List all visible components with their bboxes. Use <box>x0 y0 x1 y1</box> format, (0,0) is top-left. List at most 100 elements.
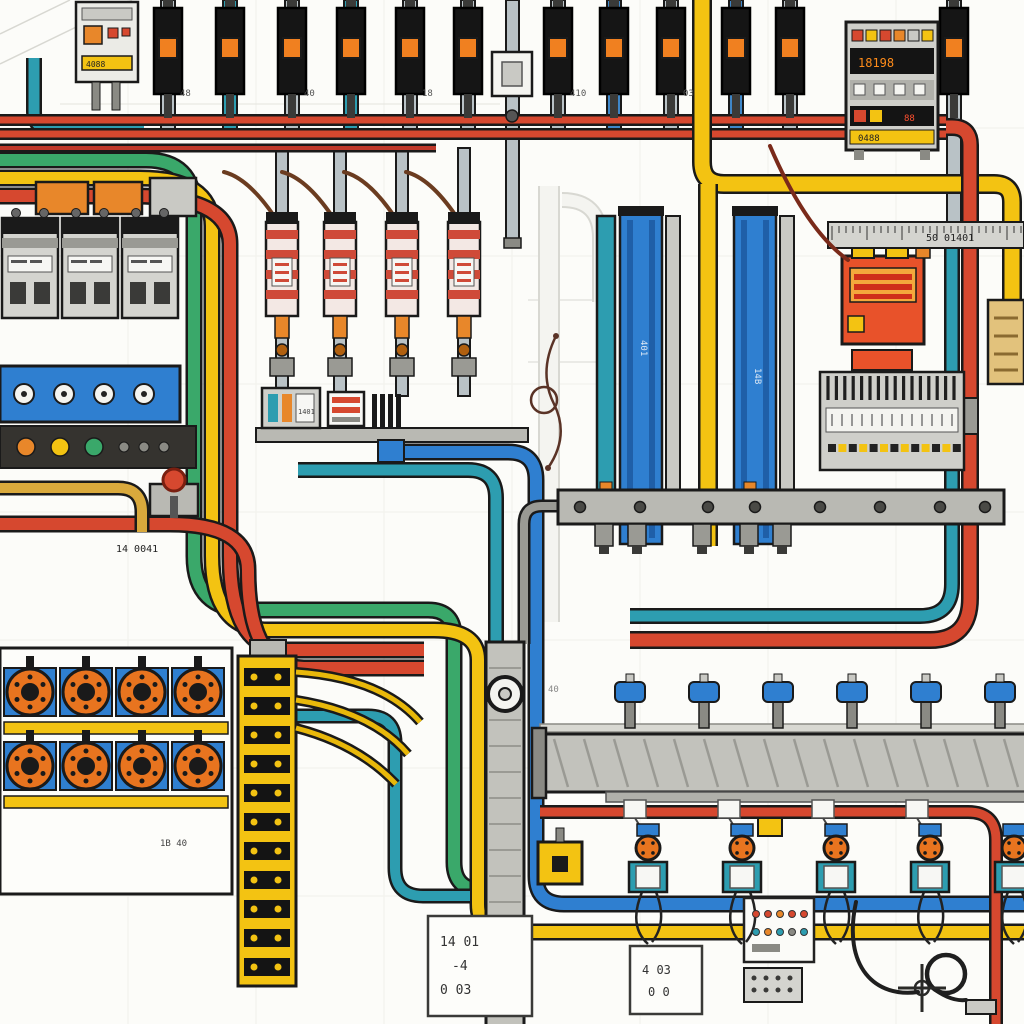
bus-tab-tip <box>697 546 707 554</box>
terminal-screw-1 <box>250 789 258 797</box>
label-box-b <box>628 944 704 1016</box>
fuse-stripe <box>386 230 418 239</box>
panel-white-key <box>853 83 866 96</box>
indicator-dot-gray-2 <box>138 441 150 453</box>
fuse-screw <box>457 343 471 357</box>
layer-contactors <box>0 208 180 405</box>
device-cap <box>636 823 660 837</box>
gray-block <box>148 176 198 218</box>
keypad-dot <box>752 910 760 918</box>
breaker-window <box>548 37 568 59</box>
indicator-dot-green <box>84 437 104 457</box>
knob-bolt <box>96 771 102 776</box>
meter-red-led-2 <box>121 27 131 37</box>
knob-bolt <box>208 682 214 687</box>
panel-yellow-led <box>870 110 882 122</box>
terminal-screw-2 <box>274 760 282 768</box>
bus-tab-tip <box>777 546 787 554</box>
breaker-stem <box>610 94 618 118</box>
conduit-hatch <box>672 738 690 788</box>
din-foot <box>921 444 930 452</box>
fuse-screw <box>333 343 347 357</box>
gray-bar-2 <box>779 215 795 523</box>
knob-bolt <box>126 697 132 702</box>
device-ring-bolt <box>933 841 937 845</box>
breaker-top-nub <box>163 0 173 8</box>
terminal-clamp <box>244 929 290 947</box>
cable-loop <box>924 952 968 996</box>
contactor-pole-1 <box>10 282 26 304</box>
meter-orange-window <box>83 25 103 45</box>
din-foot <box>848 444 857 452</box>
knob-hub <box>189 683 207 701</box>
post-stem <box>772 699 784 729</box>
fuse-window-dash <box>333 271 347 274</box>
motor-strip-1 <box>3 721 229 735</box>
bus-tab <box>739 523 759 547</box>
fuse-window-dash <box>395 271 409 274</box>
layer-front <box>294 144 1018 1012</box>
terminal-hole-dot <box>21 391 27 397</box>
knob-hub <box>21 757 39 775</box>
device-wire <box>839 891 851 943</box>
post-cap <box>762 681 794 703</box>
keypad-sub-dot <box>763 987 769 993</box>
blue-bar-2-stripe-a <box>741 220 747 538</box>
knob-bolt <box>70 771 76 776</box>
fuse-feed-wire <box>404 170 458 218</box>
device-ring-bolt <box>923 841 927 845</box>
diagram-label: 4088 <box>86 60 105 69</box>
breaker-window <box>944 37 964 59</box>
post-nub <box>995 673 1005 683</box>
device-ring <box>1000 834 1024 862</box>
device-wire <box>1001 891 1015 945</box>
device-ring-bolt <box>829 851 833 855</box>
device-ring-bolt <box>839 841 843 845</box>
keypad-dot <box>788 910 796 918</box>
breaker-top-nub <box>731 0 741 8</box>
breaker-stem <box>786 94 794 118</box>
fuse-label-stripe-1 <box>332 397 360 403</box>
fuse-base-block <box>451 357 477 377</box>
knob-stem <box>82 730 90 742</box>
layer-bus <box>556 481 1006 554</box>
diagram-label: 14 01 <box>440 935 479 950</box>
device-ring-bolt <box>1017 841 1021 845</box>
keypad-dot <box>752 928 760 936</box>
device-ring-bolt <box>1007 841 1011 845</box>
breaker-window <box>780 37 800 59</box>
terminal-screw-1 <box>250 876 258 884</box>
post-nub <box>921 673 931 683</box>
gray-bar-1 <box>665 215 681 523</box>
contactor-pole-2 <box>94 282 110 304</box>
fuse-cap <box>266 212 298 224</box>
motor-strip-2 <box>3 795 229 809</box>
blue-feed-connector <box>377 439 405 463</box>
red-box-led <box>847 315 865 333</box>
post-nub <box>699 673 709 683</box>
knob-bolt <box>83 704 89 710</box>
conduit-hatch <box>552 738 570 788</box>
knob-bolt <box>14 697 20 702</box>
red-box-sub <box>851 349 913 371</box>
device-label <box>635 865 661 889</box>
conduit-hatch <box>582 738 600 788</box>
terminal-hole-dot <box>61 391 67 397</box>
bar-cap-2 <box>732 206 778 216</box>
conduit-hatch <box>882 738 900 788</box>
keypad-dot <box>788 928 796 936</box>
indicator-dot-orange <box>16 437 36 457</box>
knob-stem <box>138 730 146 742</box>
fuse-connector <box>456 315 472 339</box>
panel-white-key <box>893 83 906 96</box>
fuse-screw <box>275 343 289 357</box>
knob-bolt <box>126 682 132 687</box>
diagram-label: 40 <box>304 89 315 99</box>
keypad-sub-dot <box>787 987 793 993</box>
red-box-stripe-3 <box>854 294 912 299</box>
breaker-window <box>400 37 420 59</box>
keypad-sub-dot <box>775 987 781 993</box>
relay-stripe-orange <box>282 394 292 422</box>
fuse-feed-wire <box>222 170 276 218</box>
breaker-window <box>220 37 240 59</box>
